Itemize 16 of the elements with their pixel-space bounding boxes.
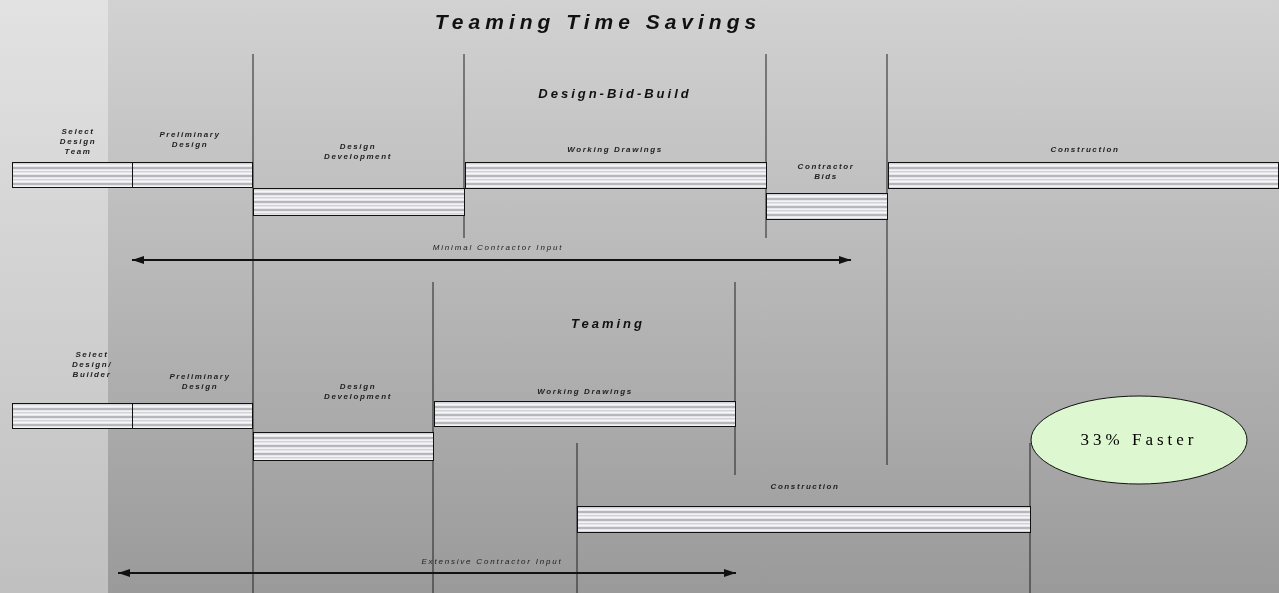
section-heading: Teaming xyxy=(570,316,646,331)
span-label: Minimal Contractor Input xyxy=(431,243,565,252)
phase-label: Construction xyxy=(769,482,841,492)
phase-label: Contractor Bids xyxy=(796,162,856,182)
phase-label: Design Development xyxy=(323,142,393,162)
section-heading: Design-Bid-Build xyxy=(537,86,693,101)
phase-label: Working Drawings xyxy=(566,145,664,155)
phase-label: Preliminary Design xyxy=(168,372,232,392)
phase-label: Working Drawings xyxy=(536,387,634,397)
summary-text: 33% Faster xyxy=(1079,430,1199,450)
phase-label: Construction xyxy=(1049,145,1121,155)
phase-label: Select Design Team xyxy=(58,127,98,157)
diagram-title: Teaming Time Savings xyxy=(433,10,763,34)
phase-label: Design Development xyxy=(323,382,393,402)
phase-label: Select Design/ Builder xyxy=(70,350,114,380)
phase-label: Preliminary Design xyxy=(158,130,222,150)
